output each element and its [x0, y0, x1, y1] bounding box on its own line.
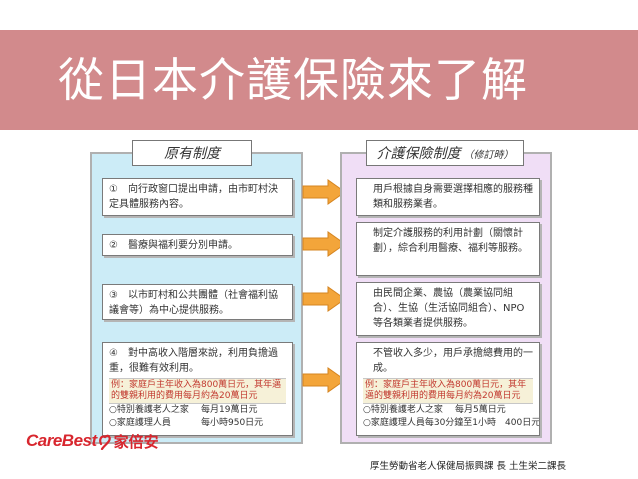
care-example-row-2-value: 每30分鐘至1小時 400日元 — [424, 418, 540, 428]
original-item-1: ① 向行政窗口提出申請，由市町村決定具體服務內容。 — [102, 178, 293, 216]
title-banner: 從日本介護保險來了解 — [0, 30, 638, 130]
care-item-2-text: 制定介護服務的利用計劃（關懷計劃），綜合利用醫療、福利等服務。 — [373, 228, 528, 254]
care-item-4: 不管收入多少，用戶承擔總費用的一成。 例：家庭戶主年收入為800萬日元，其年邁的… — [356, 342, 540, 436]
care-example-title: 例：家庭戶主年收入為800萬日元，其年邁的雙親利用的費用每月約為20萬日元 — [363, 378, 533, 404]
original-system-panel: 原有制度 ① 向行政窗口提出申請，由市町村決定具體服務內容。 ② 醫療與福利要分… — [90, 140, 303, 444]
carebest-logo: CareBest 家倍安 — [26, 428, 159, 454]
page-title: 從日本介護保險來了解 — [58, 53, 528, 107]
original-example-row-1: ○特別養護老人之家 每月19萬日元 — [109, 404, 286, 417]
original-item-3-text: ③ 以市町村和公共團體（社會福利協議會等）為中心提供服務。 — [109, 290, 278, 316]
care-item-3: 由民間企業、農協（農業協同組合）、生協（生活協同組合）、NPO等各類業者提供服務… — [356, 282, 540, 336]
care-item-3-text: 由民間企業、農協（農業協同組合）、生協（生活協同組合）、NPO等各類業者提供服務… — [373, 288, 525, 329]
care-insurance-heading: 介護保險制度（修訂時） — [366, 140, 524, 166]
original-example-row-2: ○家庭護理人員 每小時950日元 — [109, 417, 286, 430]
care-item-2: 制定介護服務的利用計劃（關懷計劃），綜合利用醫療、福利等服務。 — [356, 222, 540, 276]
care-item-1: 用戶根據自身需要選擇相應的服務種類和服務業者。 — [356, 178, 540, 216]
original-system-heading: 原有制度 — [132, 140, 252, 166]
care-insurance-heading-note: （修訂時） — [463, 149, 514, 161]
original-example-row-2-label: ○家庭護理人員 — [109, 418, 171, 428]
logo-brand-text: CareBest — [26, 431, 97, 450]
original-example-title: 例：家庭戶主年收入為800萬日元，其年邁的雙親利用的費用每月約為20萬日元 — [109, 378, 286, 404]
original-item-3: ③ 以市町村和公共團體（社會福利協議會等）為中心提供服務。 — [102, 284, 293, 320]
care-item-1-text: 用戶根據自身需要選擇相應的服務種類和服務業者。 — [373, 184, 533, 210]
logo-chinese-text: 家倍安 — [113, 432, 159, 451]
care-example-row-1-label: ○特別養護老人之家 — [363, 405, 443, 415]
care-example-row-2-label: ○家庭護理人員 — [363, 418, 425, 428]
original-system-heading-text: 原有制度 — [164, 146, 220, 162]
right-arrow-icon — [302, 367, 346, 393]
right-arrow-icon — [302, 179, 346, 205]
care-item-4-text: 不管收入多少，用戶承擔總費用的一成。 — [373, 348, 533, 374]
original-item-4: ④ 對中高收入階層來說，利用負擔過重，很難有效利用。 例：家庭戶主年收入為800… — [102, 342, 293, 436]
original-example-row-2-value: 每小時950日元 — [201, 418, 264, 428]
original-item-4-text: ④ 對中高收入階層來說，利用負擔過重，很難有效利用。 — [109, 348, 278, 374]
original-item-2: ② 醫療與福利要分別申請。 — [102, 234, 293, 256]
right-arrow-icon — [302, 286, 346, 312]
right-arrow-icon — [302, 231, 346, 257]
heart-swoosh-icon — [98, 434, 111, 450]
original-item-1-text: ① 向行政窗口提出申請，由市町村決定具體服務內容。 — [109, 184, 278, 210]
original-example-row-1-label: ○特別養護老人之家 — [109, 405, 189, 415]
source-credit: 厚生勞動省老人保健局振興課 長 土生栄二課長 — [370, 461, 567, 472]
original-example-row-1-value: 每月19萬日元 — [201, 405, 258, 415]
care-insurance-heading-text: 介護保險制度 — [376, 146, 461, 162]
original-item-2-text: ② 醫療與福利要分別申請。 — [109, 240, 238, 251]
care-example-row-1: ○特別養護老人之家 每月5萬日元 — [363, 404, 533, 417]
care-insurance-panel: 介護保險制度（修訂時） 用戶根據自身需要選擇相應的服務種類和服務業者。 制定介護… — [340, 140, 552, 444]
care-example-row-1-value: 每月5萬日元 — [455, 405, 506, 415]
care-example-row-2: ○家庭護理人員 每30分鐘至1小時 400日元 — [363, 417, 539, 430]
